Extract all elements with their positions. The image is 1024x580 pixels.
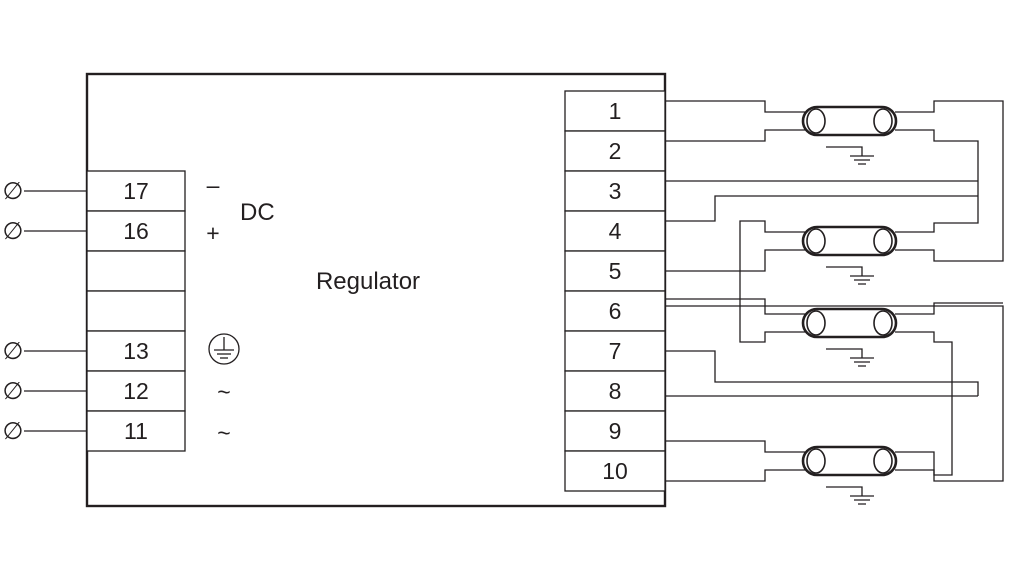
terminal-number-8: 8 [609, 378, 622, 404]
regulator-label: Regulator [316, 268, 420, 295]
terminal-number-12: 12 [123, 378, 149, 404]
terminal-number-11: 11 [124, 418, 148, 444]
left-terminal-cell [86, 250, 186, 292]
plus-sign: + [206, 220, 219, 246]
protective-earth-icon [208, 333, 240, 365]
terminal-number-6: 6 [609, 298, 622, 324]
terminal-number-13: 13 [123, 338, 149, 364]
ac-tilde-11: ~ [217, 420, 230, 446]
right-terminal-cell [564, 330, 666, 372]
terminal-number-3: 3 [609, 178, 622, 204]
terminal-number-4: 4 [609, 218, 622, 244]
screw-terminal-icon: ∅ [3, 218, 24, 245]
left-terminal-block: 17 16 13 12 11 [86, 170, 186, 452]
right-terminal-cell [564, 250, 666, 292]
right-terminal-cell [564, 290, 666, 332]
lamp-3-icon [801, 307, 898, 339]
terminal-number-10: 10 [602, 458, 628, 484]
terminal-number-5: 5 [609, 258, 622, 284]
dc-label: DC [240, 199, 275, 226]
terminal-number-9: 9 [609, 418, 622, 444]
ground-icon [826, 486, 874, 505]
left-terminal-cell [86, 170, 186, 212]
right-terminal-cell [564, 90, 666, 132]
lamp-2-icon [801, 225, 898, 257]
minus-sign: – [207, 172, 220, 198]
left-terminal-cell [86, 330, 186, 372]
terminal-number-16: 16 [123, 218, 149, 244]
terminal-number-7: 7 [609, 338, 622, 364]
terminal-number-17: 17 [123, 178, 149, 204]
screw-terminal-icon: ∅ [3, 178, 24, 205]
right-terminal-cell [564, 450, 666, 492]
right-terminal-cell [564, 370, 666, 412]
screw-terminal-icon: ∅ [3, 338, 24, 365]
ground-icon [826, 266, 874, 285]
left-terminal-cell [86, 290, 186, 332]
right-terminal-cell [564, 210, 666, 252]
lamp-wiring [665, 100, 1004, 482]
right-terminal-cell [564, 410, 666, 452]
lamp-1-icon [801, 105, 898, 137]
ground-icon [826, 348, 874, 367]
screw-terminal-icon: ∅ [3, 418, 24, 445]
external-leads: ∅ ∅ ∅ ∅ ∅ [3, 178, 87, 445]
right-terminal-block: 1 2 3 4 5 6 7 8 9 10 [564, 90, 666, 492]
ac-tilde-12: ~ [217, 379, 230, 405]
ground-icon [826, 146, 874, 165]
terminal-number-1: 1 [609, 98, 622, 124]
terminal-number-2: 2 [609, 138, 622, 164]
right-terminal-cell [564, 170, 666, 212]
screw-terminal-icon: ∅ [3, 378, 24, 405]
lamp-4-icon [801, 445, 898, 477]
